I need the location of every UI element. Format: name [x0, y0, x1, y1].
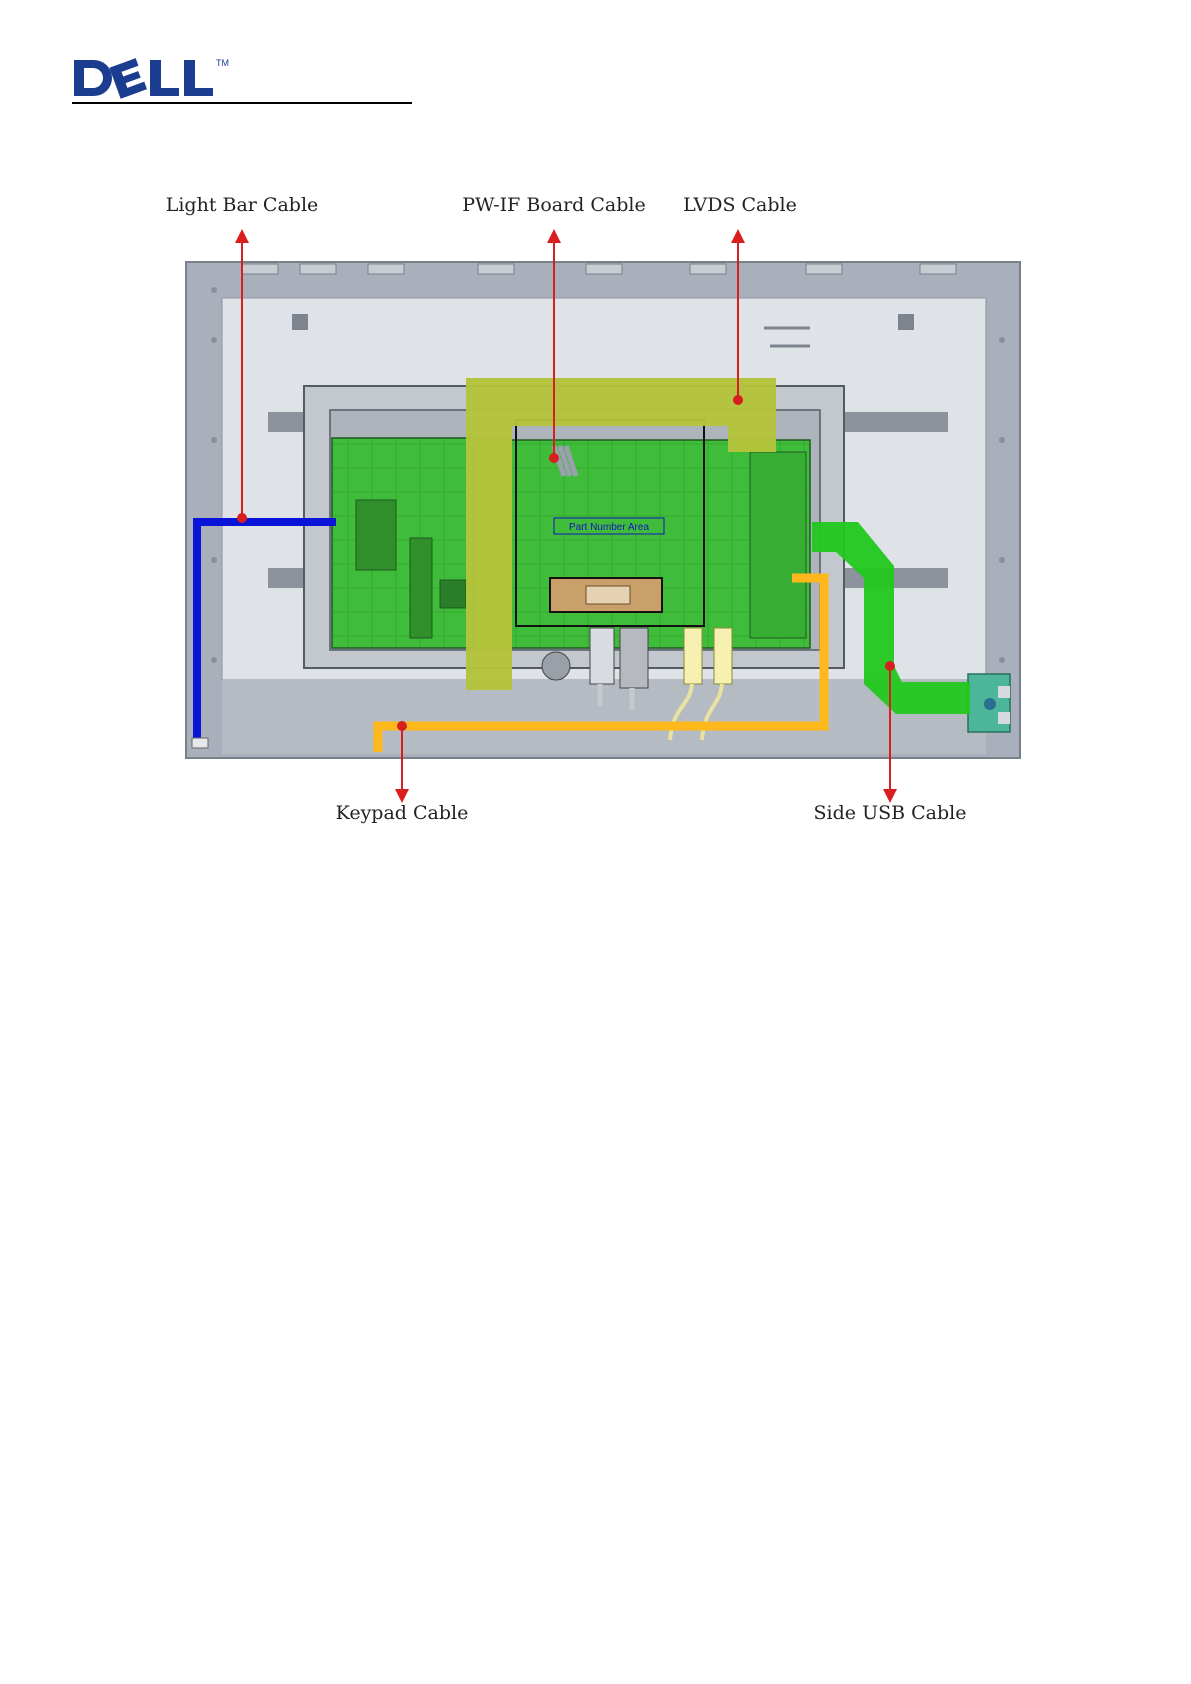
part-number-label: Part Number Area	[569, 522, 649, 533]
callout-keypad-cable: Keypad Cable	[336, 802, 469, 824]
callout-lvds-cable: LVDS Cable	[683, 194, 797, 216]
power-board	[332, 438, 474, 648]
callout-light-bar-cable: Light Bar Cable	[166, 194, 319, 216]
cable-routing-diagram: Part Number Area	[0, 0, 1191, 900]
side-usb-board	[968, 674, 1010, 732]
callout-side-usb-cable: Side USB Cable	[814, 802, 967, 824]
callout-pw-if-board-cable: PW-IF Board Cable	[462, 194, 645, 216]
interface-board: Part Number Area	[474, 420, 810, 648]
